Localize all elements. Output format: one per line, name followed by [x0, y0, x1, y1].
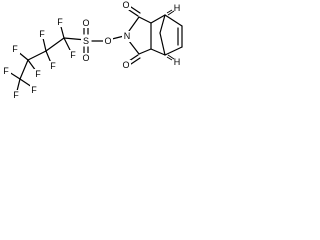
bond-c2-f-top: [42, 37, 47, 52]
atom-hydrogen: H: [174, 3, 181, 13]
atom-fluorine: F: [35, 69, 41, 79]
bond-c2-c3: [27, 50, 47, 61]
bond-alkene-top: [164, 14, 183, 27]
bond-alkene-bottom: [164, 46, 183, 56]
atom-fluorine: F: [39, 29, 45, 39]
bond-c-bottom-ring: [138, 48, 152, 55]
bond-bridge-bottom: [159, 32, 166, 56]
atom-fluorine: F: [57, 17, 63, 27]
bond-c1-c2: [45, 37, 65, 52]
bond-co-top-b: [130, 6, 141, 14]
bond-bridgehead-top: [150, 14, 166, 24]
bond-n-c-top: [128, 16, 140, 32]
chemical-structure: F F F F F F F F F O S O O N O O: [2, 0, 183, 100]
imide-ring: [128, 6, 152, 65]
atom-oxygen: O: [122, 0, 129, 10]
atom-oxygen: O: [104, 36, 111, 46]
atom-fluorine: F: [70, 50, 76, 60]
hash-h-top-1: [166, 9, 173, 14]
atom-oxygen: O: [82, 18, 89, 28]
bond-bridge-top: [159, 14, 166, 34]
hash-h-bottom-2: [167, 54, 175, 60]
atom-nitrogen: N: [124, 31, 131, 41]
bond-c-top-ring: [138, 16, 152, 24]
bond-bridgehead-bottom: [150, 48, 166, 56]
atom-labels: F F F F F F F F F O S O O N O O: [2, 0, 180, 100]
norbornene-cage: [150, 9, 183, 61]
bond-co-bottom-b: [130, 57, 141, 65]
bond-co-top-a: [128, 9, 139, 17]
atom-oxygen: O: [122, 60, 129, 70]
atom-fluorine: F: [31, 85, 37, 95]
hash-h-top-2: [167, 10, 175, 16]
hash-h-bottom-1: [166, 56, 173, 61]
atom-fluorine: F: [12, 44, 18, 54]
atom-sulfur: S: [83, 36, 89, 46]
bond-c1-f-bottom: [63, 37, 72, 53]
atom-fluorine: F: [13, 90, 19, 100]
bond-c4-f-bottom: [16, 78, 21, 92]
atom-fluorine: F: [50, 61, 56, 71]
atom-hydrogen: H: [174, 57, 181, 67]
atom-fluorine: F: [3, 66, 9, 76]
bond-c3-c4: [19, 59, 29, 80]
atom-oxygen: O: [82, 53, 89, 63]
bond-n-c-bottom: [128, 40, 140, 55]
